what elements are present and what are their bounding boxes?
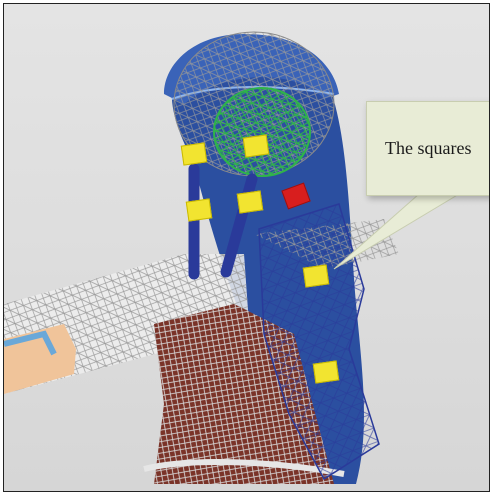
callout-text: The squares [385, 138, 471, 159]
control-handle[interactable] [313, 360, 340, 383]
control-handle[interactable] [186, 198, 213, 221]
control-handle[interactable] [237, 190, 264, 213]
character-model [4, 4, 490, 492]
control-handle[interactable] [181, 142, 208, 165]
control-handle[interactable] [243, 134, 270, 157]
callout-bubble: The squares [366, 101, 490, 196]
control-handle[interactable] [303, 264, 330, 287]
3d-viewport[interactable]: The squares [3, 3, 490, 492]
